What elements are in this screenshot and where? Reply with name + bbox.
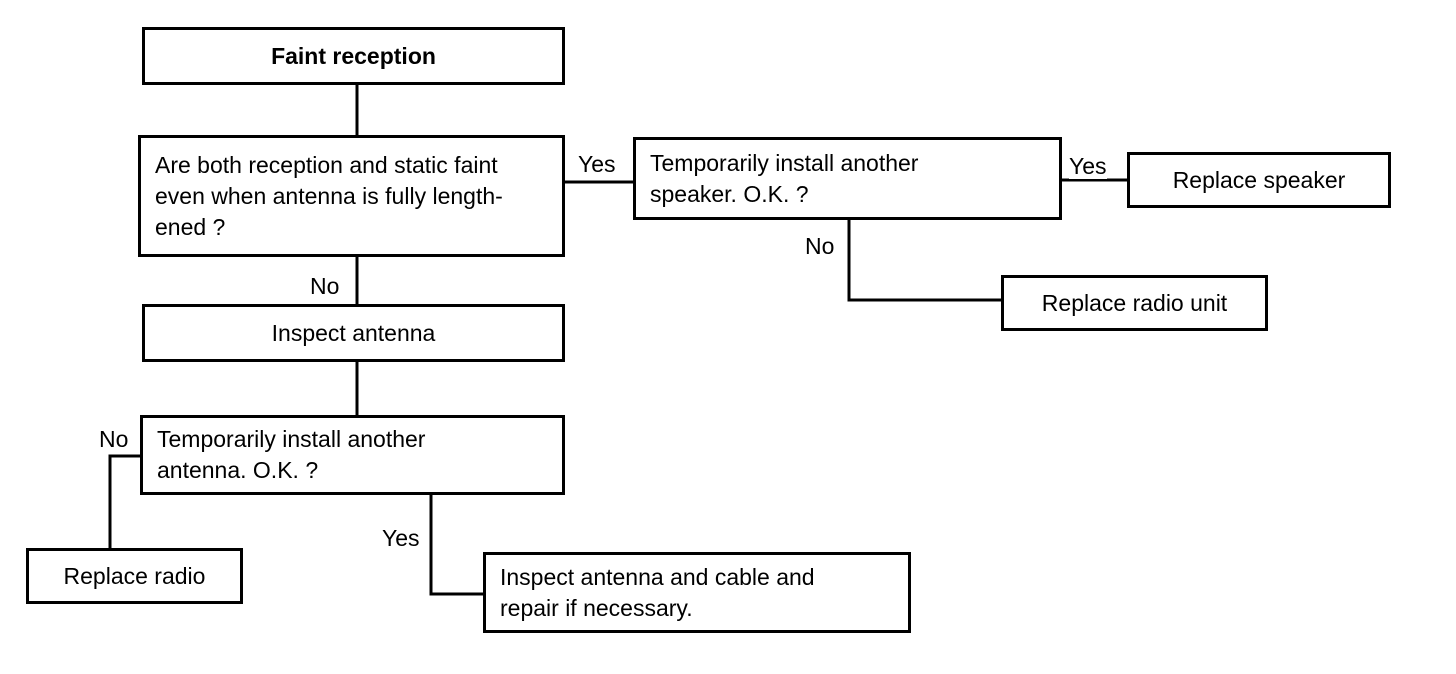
branch-label-antenna-no: No: [99, 426, 129, 452]
branch-label-question-no: No: [310, 273, 340, 299]
action-replace-speaker: Replace speaker: [1127, 152, 1391, 208]
branch-label-speaker-yes: Yes: [1069, 153, 1107, 179]
action-inspect-cable: Inspect antenna and cable and repair if …: [483, 552, 911, 633]
step-inspect-antenna: Inspect antenna: [142, 304, 565, 362]
decision-both-faint: Are both reception and static faint even…: [138, 135, 565, 257]
action-replace-radio-label: Replace radio: [63, 562, 206, 589]
branch-label-speaker-no: No: [805, 233, 835, 259]
action-replace-radio: Replace radio: [26, 548, 243, 604]
decision-antenna-check: Temporarily install another antenna. O.K…: [140, 415, 565, 495]
start-node-label: Faint reception: [271, 42, 436, 69]
step-inspect-antenna-label: Inspect antenna: [271, 319, 436, 346]
start-node-faint-reception: Faint reception: [142, 27, 565, 85]
connector-antenna-check-to-replace-radio: [108, 454, 142, 550]
branch-label-question-yes: Yes: [578, 151, 616, 177]
connector-speaker-check-to-replace-radio-unit: [847, 218, 1004, 302]
connector-antenna-check-to-inspect-cable: [429, 493, 486, 596]
branch-label-antenna-yes: Yes: [382, 525, 420, 551]
action-replace-radio-unit: Replace radio unit: [1001, 275, 1268, 331]
action-inspect-cable-label: Inspect antenna and cable and repair if …: [500, 563, 815, 621]
decision-speaker-check: Temporarily install another speaker. O.K…: [633, 137, 1062, 220]
action-replace-radio-unit-label: Replace radio unit: [1041, 289, 1228, 316]
action-replace-speaker-label: Replace speaker: [1172, 166, 1346, 193]
decision-speaker-check-label: Temporarily install another speaker. O.K…: [650, 149, 919, 207]
decision-antenna-check-label: Temporarily install another antenna. O.K…: [157, 426, 426, 483]
decision-both-faint-label: Are both reception and static faint even…: [155, 151, 503, 240]
